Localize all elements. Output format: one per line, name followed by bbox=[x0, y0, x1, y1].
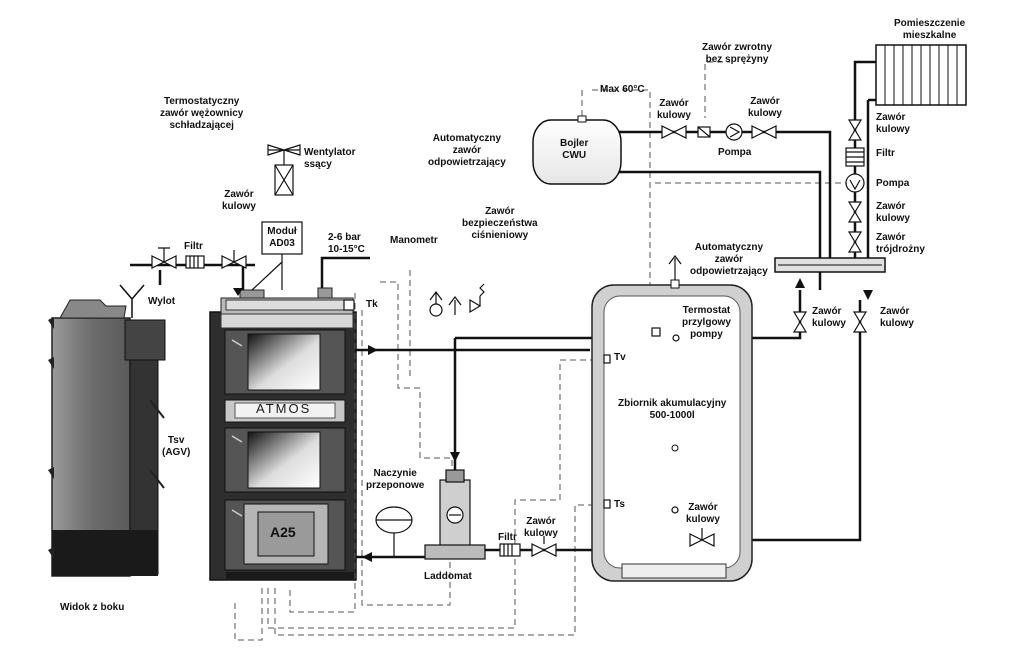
label-zawor-kulowy-tank-2: Zawór kulowy bbox=[880, 306, 914, 329]
label-auto-odpow-1: Automatyczny zawór odpowietrzający bbox=[428, 133, 506, 168]
label-naczynie: Naczynie przeponowe bbox=[366, 468, 425, 491]
label-max60: Max 60°C bbox=[600, 84, 645, 95]
label-zawor-kulowy-rad-bottom: Zawór kulowy bbox=[876, 201, 910, 224]
label-zawor-kulowy-rad-top: Zawór kulowy bbox=[876, 112, 910, 135]
label-wylot: Wylot bbox=[148, 296, 176, 307]
label-widok: Widok z boku bbox=[60, 602, 125, 613]
label-pompa-cwu: Pompa bbox=[718, 147, 752, 158]
label-cisnienie: 2-6 bar 10-15°C bbox=[328, 232, 365, 255]
label-zawor-bezp: Zawór bezpieczeństwa ciśnieniowy bbox=[462, 206, 538, 241]
label-zawor-trojdrozny: Zawór trójdrożny bbox=[876, 232, 925, 255]
cwu-boiler bbox=[532, 115, 622, 185]
label-tk: Tk bbox=[366, 299, 378, 310]
label-zbiornik: Zbiornik akumulacyjny 500-1000l bbox=[618, 398, 727, 421]
label-termostatyczny-zawor: Termostatyczny zawór wężownicy schładzaj… bbox=[160, 96, 244, 131]
label-bojler: Bojler CWU bbox=[560, 138, 589, 161]
label-tv: Tv bbox=[614, 352, 626, 363]
label-a25: A25 bbox=[270, 524, 296, 540]
boiler-side-view bbox=[48, 284, 166, 577]
label-wentylator: Wentylator ssący bbox=[304, 147, 356, 170]
label-tsv: Tsv (AGV) bbox=[162, 435, 191, 458]
label-modul: Moduł AD03 bbox=[267, 226, 297, 249]
distributor bbox=[774, 257, 886, 273]
label-pomieszczenie: Pomieszczenie mieszkalne bbox=[894, 18, 966, 41]
label-pompa-rad: Pompa bbox=[876, 178, 910, 189]
label-zawor-kulowy-boiler-right: Zawór kulowy bbox=[748, 96, 782, 119]
boiler-front bbox=[209, 287, 357, 581]
flow-arrows bbox=[233, 278, 873, 562]
label-filtr-rad: Filtr bbox=[876, 148, 895, 159]
accumulation-tank bbox=[591, 255, 753, 582]
label-auto-odpow-2: Automatyczny zawór odpowietrzający bbox=[690, 242, 768, 277]
label-zawor-kulowy-boiler-left: Zawór kulowy bbox=[657, 98, 691, 121]
label-zawor-kulowy-top: Zawór kulowy bbox=[222, 189, 256, 212]
label-manometr: Manometr bbox=[390, 235, 438, 246]
label-zawor-kulowy-tank-1: Zawór kulowy bbox=[812, 306, 846, 329]
label-zawor-zwrotny: Zawór zwrotny bez sprężyny bbox=[702, 42, 773, 65]
label-termostat-pompy: Termostat przylgowy pompy bbox=[682, 305, 731, 340]
label-ts: Ts bbox=[614, 499, 625, 510]
label-laddomat: Laddomat bbox=[424, 571, 472, 582]
label-zawor-kulowy-bottom-tank: Zawór kulowy bbox=[686, 502, 720, 525]
label-atmos: ATMOS bbox=[256, 401, 312, 416]
components bbox=[151, 119, 868, 560]
radiator bbox=[875, 44, 967, 106]
label-filtr-bottom: Filtr bbox=[498, 532, 517, 543]
label-filtr-left: Filtr bbox=[184, 241, 203, 252]
label-zawor-kulowy-bottom: Zawór kulowy bbox=[524, 516, 558, 539]
